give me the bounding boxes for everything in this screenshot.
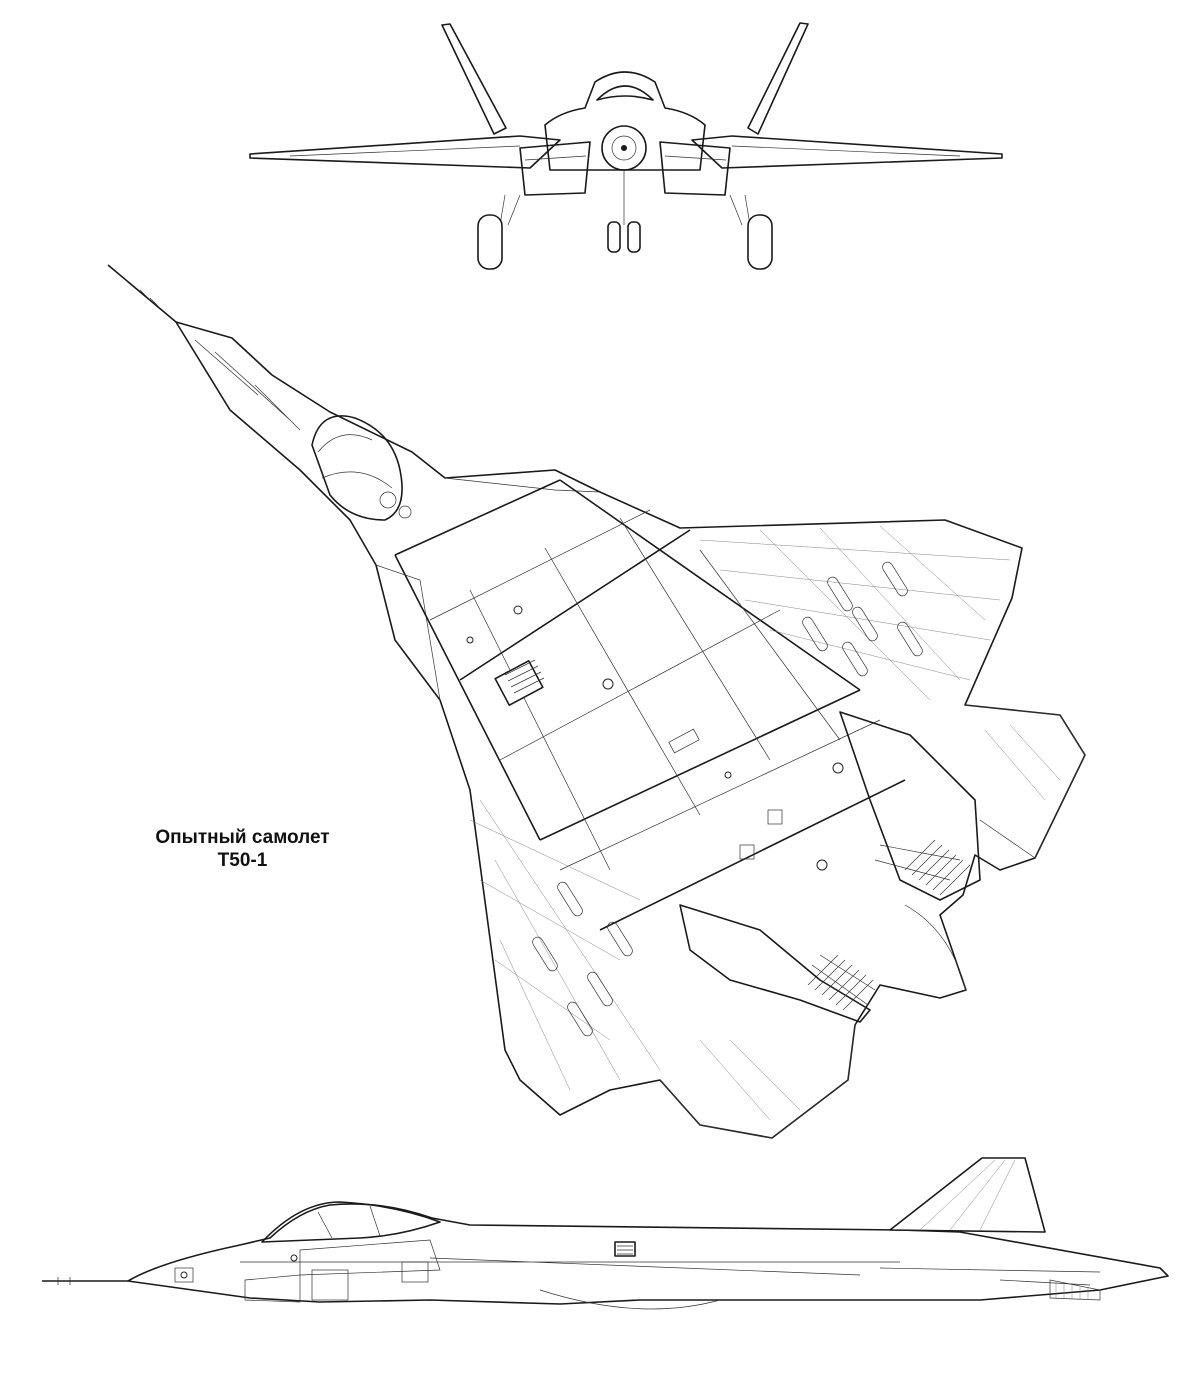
side-view-intake: [299, 1239, 441, 1276]
side-view-ventral-fairing: [539, 1289, 721, 1310]
side-view-vertical-tail: [889, 1157, 1046, 1233]
front-view-main-wheel-right: [747, 214, 773, 270]
front-view-wing-left: [249, 135, 561, 169]
side-view-fuselage: [127, 1203, 1169, 1305]
plan-view-nozzle-upper: [904, 839, 971, 896]
front-view-nose-wheel-right: [627, 221, 641, 253]
front-view-fin-right: [747, 22, 809, 135]
plan-view-stabilizer-left: [659, 1024, 856, 1139]
plan-view-tail-cone: [904, 904, 967, 991]
plan-view-nozzle-lower: [807, 954, 874, 1011]
front-view-nose-wheel-left: [607, 221, 621, 253]
caption-title: Опытный самолет: [155, 827, 330, 848]
plan-view-fuselage-and-wings: [175, 321, 1086, 1139]
side-view-canopy: [261, 1201, 441, 1243]
plan-view-wing-slots-left: [532, 881, 633, 1037]
plan-view-lerx-left: [375, 564, 441, 701]
plan-view-pitot: [107, 264, 177, 323]
plan-view: [107, 264, 1086, 1139]
front-view-intake-left: [519, 141, 591, 196]
side-view: [42, 1157, 1169, 1310]
front-view-intake-right: [659, 141, 731, 196]
caption-designation: Т50-1: [217, 850, 268, 871]
front-view-fin-left: [441, 23, 507, 135]
plan-view-nacelle-upper: [839, 711, 981, 901]
drawing-caption: Опытный самолет Т50-1: [110, 826, 375, 872]
side-view-grille: [614, 1241, 636, 1257]
front-view-wing-right: [691, 135, 1003, 169]
plan-view-stabilizer-right: [964, 704, 1086, 859]
plan-view-canopy: [311, 415, 403, 521]
front-view-canopy: [596, 85, 654, 101]
front-view-main-wheel-left: [477, 214, 503, 270]
plan-view-lerx-right: [444, 477, 601, 493]
plan-view-wing-slots-right: [802, 561, 923, 677]
front-view: [249, 22, 1003, 270]
front-view-fuselage: [544, 71, 706, 171]
plan-view-nacelle-lower: [679, 904, 871, 1023]
side-view-nozzle: [1049, 1279, 1101, 1301]
